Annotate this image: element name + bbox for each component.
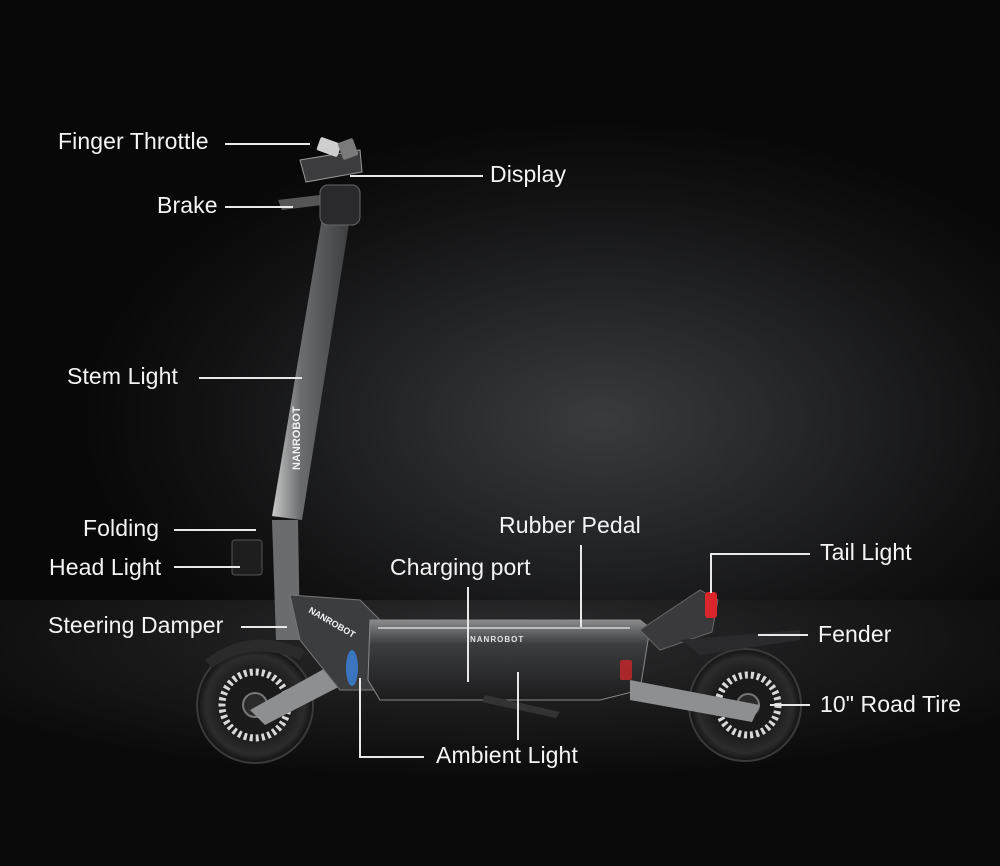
label-folding: Folding <box>83 515 160 541</box>
label-charging-port: Charging port <box>390 554 531 580</box>
head-light-unit <box>231 539 263 576</box>
leader-ambient-light-right <box>517 672 519 740</box>
deck-logo: NANROBOT <box>470 635 524 644</box>
leader-charging-port <box>467 587 469 682</box>
leader-road-tire <box>770 704 810 706</box>
leader-stem-light <box>199 377 302 379</box>
leader-folding <box>174 529 256 531</box>
leader-tail-light-v <box>710 553 712 593</box>
leader-display <box>350 175 483 177</box>
label-display: Display <box>490 161 567 187</box>
ambient-light-glow <box>346 650 358 686</box>
leader-ambient-light-left-v <box>359 678 361 758</box>
label-finger-throttle: Finger Throttle <box>58 128 209 154</box>
leader-brake <box>225 206 293 208</box>
label-ambient-light: Ambient Light <box>436 742 578 768</box>
tail-light-lamp <box>705 592 717 618</box>
label-brake: Brake <box>157 192 218 218</box>
label-tail-light: Tail Light <box>820 539 912 565</box>
label-rubber-pedal: Rubber Pedal <box>499 512 641 538</box>
label-road-tire: 10" Road Tire <box>820 691 962 717</box>
label-head-light: Head Light <box>49 554 162 580</box>
leader-steering-damper <box>241 626 287 628</box>
leader-tail-light-h <box>710 553 810 555</box>
leader-finger-throttle <box>225 143 310 145</box>
label-stem-light: Stem Light <box>67 363 178 389</box>
leader-fender <box>758 634 808 636</box>
label-fender: Fender <box>818 621 892 647</box>
stem-brand-text: NANROBOT <box>291 406 303 470</box>
label-steering-damper: Steering Damper <box>48 612 224 638</box>
leader-ambient-light-left-h <box>359 756 424 758</box>
leader-rubber-pedal <box>580 545 582 627</box>
leader-head-light <box>174 566 240 568</box>
